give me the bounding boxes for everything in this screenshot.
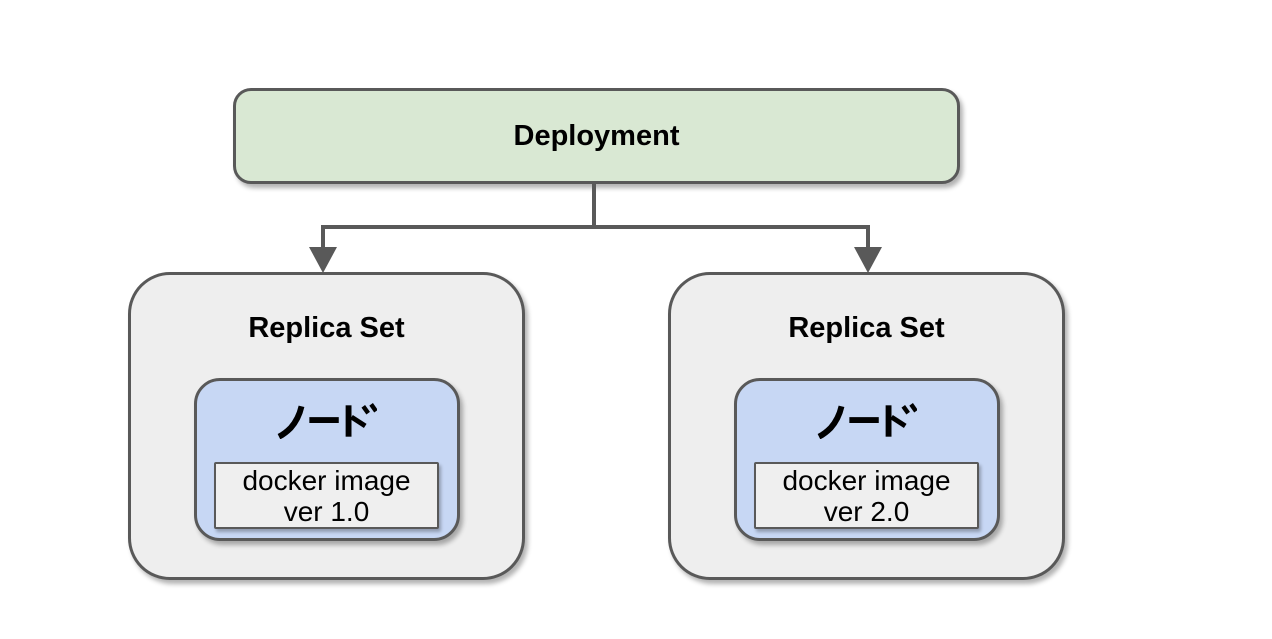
- connector-stem: [592, 182, 596, 229]
- docker-image-line1: docker image: [242, 464, 411, 496]
- connector-drop-left: [321, 225, 325, 251]
- docker-image-line1: docker image: [782, 464, 951, 496]
- deployment-box: Deployment: [233, 88, 960, 184]
- replica-set-title: Replica Set: [788, 312, 945, 344]
- node-label: ノード: [817, 403, 917, 439]
- connector-drop-right: [866, 225, 870, 251]
- connector-branch: [321, 225, 870, 229]
- arrowhead-right-icon: [854, 247, 882, 273]
- node-box-1: ノード docker image ver 1.0: [193, 378, 460, 541]
- docker-image-version: ver 2.0: [823, 495, 910, 527]
- node-label: ノード: [277, 403, 377, 439]
- arrowhead-left-icon: [309, 247, 337, 273]
- katakana-node-glyphs: [277, 403, 377, 439]
- katakana-node-glyphs: [817, 403, 917, 439]
- docker-image-version: ver 1.0: [283, 495, 370, 527]
- replica-set-title: Replica Set: [248, 312, 405, 344]
- docker-image-box-1: docker image ver 1.0: [214, 462, 439, 529]
- node-box-2: ノード docker image ver 2.0: [733, 378, 1000, 541]
- replica-set-box-1: Replica Set ノード docker image ver 1.0: [128, 272, 525, 580]
- deployment-label: Deployment: [513, 119, 680, 152]
- replica-set-box-2: Replica Set ノード docker image ver 2.0: [668, 272, 1065, 580]
- docker-image-box-2: docker image ver 2.0: [754, 462, 979, 529]
